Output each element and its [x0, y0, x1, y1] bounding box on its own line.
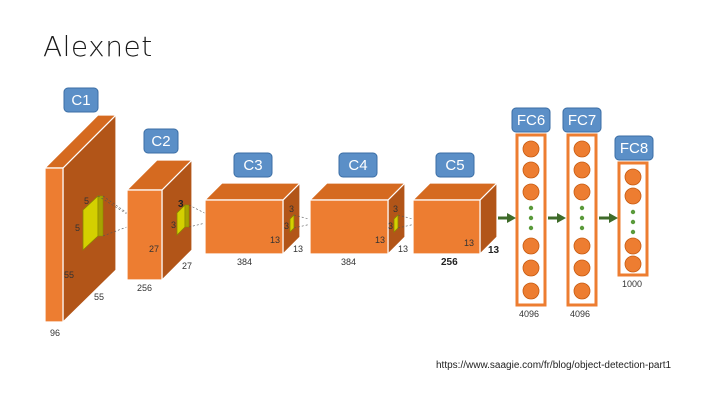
conv-layer-c4: [308, 181, 407, 256]
slide-title: Alexnet: [43, 30, 153, 63]
c3-kernel-size-b: 3: [284, 221, 289, 231]
c1-width: 55: [94, 292, 104, 302]
c1-kernel-size-a: 5: [84, 196, 89, 206]
c4-kernel-size-a: 3: [393, 204, 398, 214]
c2-width: 27: [182, 261, 192, 271]
fc-layer-fc8: [617, 161, 649, 277]
fc6-units: 4096: [519, 309, 539, 319]
c2-kernel-size-a: 3: [178, 199, 184, 210]
label-fc6: FC6: [511, 107, 551, 133]
svg-text:C1: C1: [71, 92, 90, 109]
conv-layer-c1: [43, 113, 118, 324]
c2-height: 27: [149, 244, 159, 254]
source-url: https://www.saagie.com/fr/blog/object-de…: [436, 360, 672, 371]
c3-height: 13: [270, 235, 280, 245]
label-fc8: FC8: [614, 135, 654, 161]
c2-kernel-size-b: 3: [171, 220, 176, 230]
fc-layer-fc6: [515, 133, 547, 307]
svg-text:C5: C5: [445, 157, 464, 174]
conv-layer-c5: [411, 181, 499, 256]
svg-text:C2: C2: [151, 133, 170, 150]
svg-text:C3: C3: [243, 157, 262, 174]
c5-width: 13: [488, 245, 500, 256]
c4-width: 13: [398, 244, 408, 254]
c5-depth: 256: [441, 257, 458, 268]
c3-kernel-size-a: 3: [289, 204, 294, 214]
conv-layer-c2: [125, 158, 194, 282]
c5-height: 13: [464, 238, 474, 248]
arrow-fc7-to-fc8: [599, 213, 618, 223]
c3-depth: 384: [237, 257, 252, 267]
fc-layer-fc7: [566, 133, 598, 307]
arrow-fc6-to-fc7: [548, 213, 566, 223]
conv-layer-c3: [203, 181, 302, 256]
c4-height: 13: [375, 235, 385, 245]
label-c2: C2: [143, 128, 179, 154]
c1-depth: 96: [50, 328, 60, 338]
label-c5: C5: [435, 152, 475, 178]
svg-text:FC6: FC6: [517, 112, 545, 129]
c2-depth: 256: [137, 283, 152, 293]
svg-text:FC7: FC7: [568, 112, 596, 129]
label-fc7: FC7: [562, 107, 602, 133]
label-c3: C3: [233, 152, 273, 178]
c4-kernel-size-b: 3: [388, 221, 393, 231]
fc7-units: 4096: [570, 309, 590, 319]
c1-kernel-size-b: 5: [75, 223, 80, 233]
c3-width: 13: [293, 244, 303, 254]
arrow-c5-to-fc6: [498, 213, 516, 223]
c4-depth: 384: [341, 257, 356, 267]
svg-text:C4: C4: [348, 157, 367, 174]
c1-height: 55: [64, 270, 74, 280]
fc8-units: 1000: [622, 279, 642, 289]
label-c4: C4: [338, 152, 378, 178]
svg-text:FC8: FC8: [620, 140, 648, 157]
label-c1: C1: [63, 87, 99, 113]
